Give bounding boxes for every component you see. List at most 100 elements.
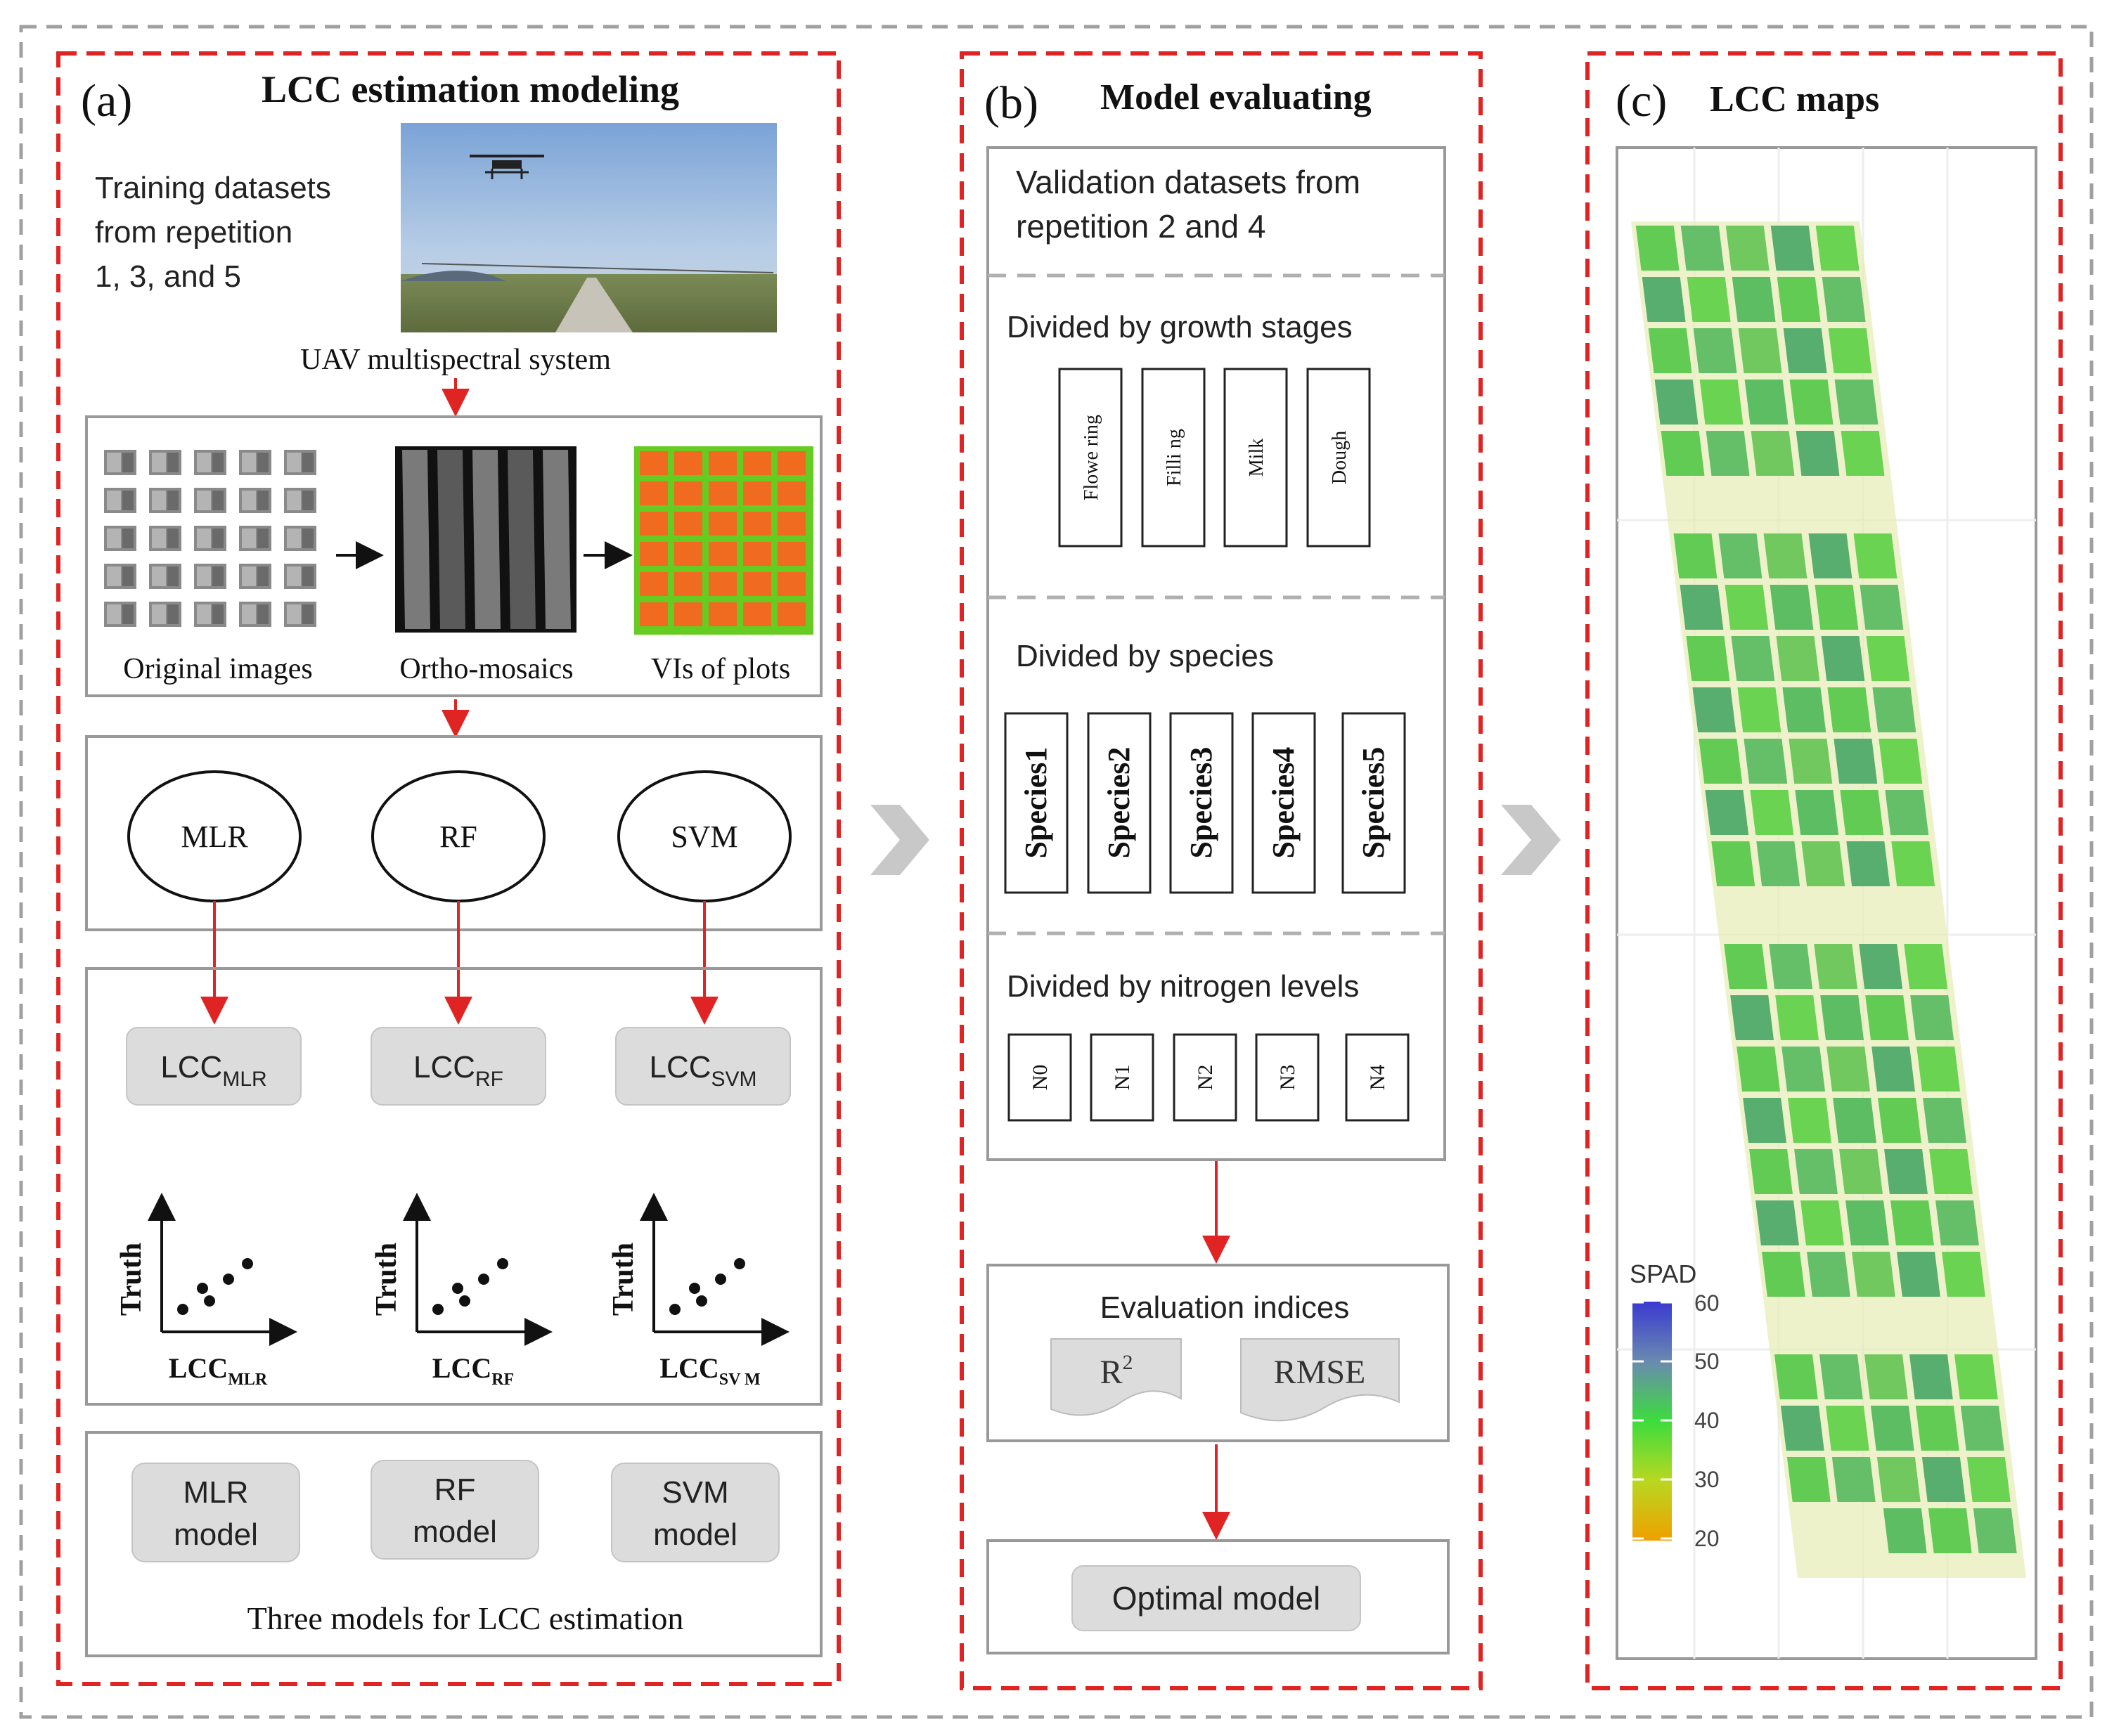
optimal-model-box xyxy=(986,1539,1450,1654)
thumbnail-image xyxy=(104,564,136,589)
uav-caption: UAV multispectral system xyxy=(300,344,611,376)
species-label: Species4 xyxy=(1266,747,1301,859)
scatter-x-label: LCCMLR xyxy=(169,1352,268,1389)
nitrogen-box: N1 xyxy=(1090,1033,1154,1122)
thumbnail-image xyxy=(239,526,271,551)
species-label: Species1 xyxy=(1019,747,1053,859)
panel-a-letter: (a) xyxy=(81,75,132,127)
panel-c-letter: (c) xyxy=(1616,75,1667,127)
nitrogen-box: N4 xyxy=(1345,1033,1410,1122)
spad-tick-40: 40 xyxy=(1694,1408,1720,1433)
growth-stage-label: Dough xyxy=(1329,431,1351,484)
panel-c-border xyxy=(1585,51,2063,1690)
nitrogen-label: N3 xyxy=(1276,1065,1299,1091)
thumbnail-image xyxy=(194,488,226,513)
thumbnail-image xyxy=(104,450,136,475)
thumbnail-image xyxy=(284,450,316,475)
thumbnail-image xyxy=(284,488,316,513)
training-line-1: Training datasets xyxy=(95,171,331,205)
thumbnail-image xyxy=(194,526,226,551)
spad-tick-20: 20 xyxy=(1694,1526,1720,1551)
mlr-label: MLR xyxy=(181,820,248,854)
chevron-right-icon-2 xyxy=(1501,805,1561,875)
rmse-label: RMSE xyxy=(1274,1354,1366,1391)
lcc-mlr-box xyxy=(126,1027,302,1106)
evaluation-groups-box xyxy=(986,146,1446,1161)
thumbnail-image xyxy=(104,526,136,551)
panel-b-letter: (b) xyxy=(984,77,1038,129)
nitrogen-label: N2 xyxy=(1194,1065,1217,1091)
growth-stage-box: Filli ng xyxy=(1141,368,1206,548)
models-box xyxy=(85,735,823,931)
scatter-point xyxy=(497,1258,508,1269)
thumbnail-image xyxy=(194,564,226,589)
thumbnail-image xyxy=(104,488,136,513)
thumbnail-image xyxy=(149,564,181,589)
final-models-box xyxy=(85,1431,823,1657)
growth-stage-box: Flowe ring xyxy=(1058,368,1123,548)
outer-frame xyxy=(19,25,2094,1719)
panel-c: (c) LCC maps SPAD 60 50 40 30 20 xyxy=(1585,51,2063,1690)
growth-stage-box: Dough xyxy=(1306,368,1371,548)
original-images-grid xyxy=(104,450,316,627)
scatter-y-label: Truth xyxy=(607,1243,640,1316)
field-map xyxy=(1631,221,2026,1578)
validation-line-2: repetition 2 and 4 xyxy=(1016,208,1266,245)
scatter-point xyxy=(696,1295,707,1307)
training-line-2: from repetition xyxy=(95,215,292,250)
spad-ticks: 60 50 40 30 20 xyxy=(1694,1290,1720,1551)
lcc-rf-label: LCCRF xyxy=(413,1050,503,1091)
caption-ortho-mosaics: Ortho-mosaics xyxy=(399,653,573,685)
scatter-y-label: Truth xyxy=(371,1243,403,1316)
nitrogen-label: N1 xyxy=(1111,1065,1134,1091)
panel-b: (b) Model evaluating Validation datasets… xyxy=(960,51,1483,1690)
scatter-point xyxy=(223,1274,234,1285)
scatter-point xyxy=(459,1295,470,1307)
rmse-document-shape xyxy=(1240,1338,1400,1422)
species-box: Species4 xyxy=(1251,712,1316,894)
species-box: Species2 xyxy=(1087,712,1152,894)
species-label: Species3 xyxy=(1184,747,1218,859)
caption-vis-of-plots: VIs of plots xyxy=(651,653,790,685)
scatter-point xyxy=(478,1274,489,1285)
growth-stage-label: Filli ng xyxy=(1164,429,1185,486)
thumbnail-image xyxy=(149,450,181,475)
image-processing-box xyxy=(85,415,823,697)
svm-label: SVM xyxy=(671,820,737,854)
models-footer: Three models for LCC estimation xyxy=(247,1600,684,1636)
thumbnail-image xyxy=(284,602,316,627)
spad-tick-30: 30 xyxy=(1694,1467,1720,1492)
validation-text: Validation datasets from repetition 2 an… xyxy=(1016,164,1370,245)
thumbnail-image xyxy=(149,602,181,627)
nitrogen-box: N0 xyxy=(1007,1033,1072,1122)
scatter-point xyxy=(452,1283,463,1294)
growth-stage-label: Milk xyxy=(1246,439,1268,477)
growth-stage-label: Flowe ring xyxy=(1081,415,1102,500)
spad-tick-50: 50 xyxy=(1694,1349,1720,1374)
panel-a-title: LCC estimation modeling xyxy=(262,68,679,110)
growth-heading: Divided by growth stages xyxy=(1007,310,1353,344)
scatter-x-label: LCCSV M xyxy=(659,1352,760,1389)
optimal-model-pill xyxy=(1071,1565,1361,1631)
r2-label: R2 xyxy=(1100,1351,1133,1391)
thumbnail-image xyxy=(104,602,136,627)
species-label: Species5 xyxy=(1356,747,1391,859)
thumbnail-image xyxy=(239,602,271,627)
training-line-3: 1, 3, and 5 xyxy=(95,259,241,294)
panel-a-border xyxy=(56,51,841,1686)
chevron-right-icon xyxy=(870,805,929,875)
scatter-point xyxy=(197,1283,208,1294)
ortho-mosaic-image xyxy=(395,446,576,633)
scatter-point xyxy=(689,1283,700,1294)
thumbnail-image xyxy=(284,526,316,551)
species-label: Species2 xyxy=(1102,747,1136,859)
nitrogen-label: N4 xyxy=(1366,1065,1389,1091)
growth-stage-boxes: Flowe ring Filli ng Milk Dough xyxy=(1058,368,1371,548)
